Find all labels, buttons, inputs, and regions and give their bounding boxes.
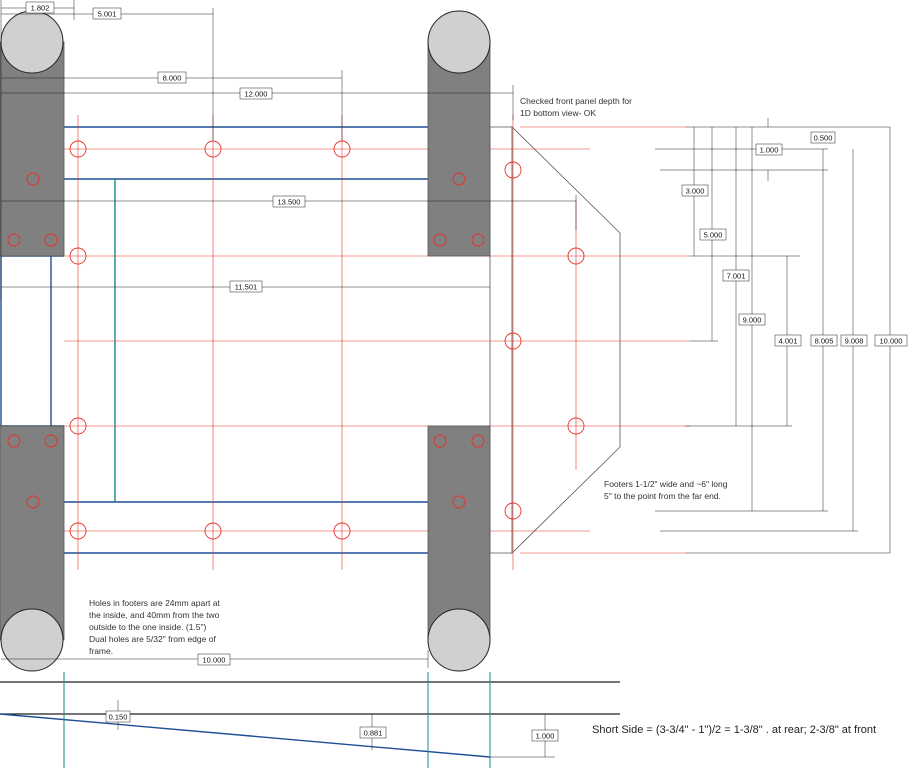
svg-text:9.000: 9.000	[743, 316, 762, 325]
dim-5001: 5.001	[92, 7, 122, 20]
dim-12000: 12.000	[239, 87, 273, 100]
red-lines	[64, 115, 690, 570]
right-frame-outline	[489, 126, 512, 554]
svg-text:8.005: 8.005	[815, 337, 834, 346]
dim-11501: 11.501	[229, 280, 263, 293]
svg-text:1.802: 1.802	[31, 4, 50, 13]
svg-text:13.500: 13.500	[278, 198, 301, 207]
front-panel-outline	[511, 126, 621, 554]
hole-markers	[69, 140, 585, 540]
svg-text:8.000: 8.000	[163, 74, 182, 83]
frame-rails	[0, 126, 428, 554]
svg-text:0.500: 0.500	[814, 134, 833, 143]
dim-0150: 0.150	[105, 710, 131, 723]
dim-5000: 5.000	[699, 228, 727, 241]
svg-text:10.000: 10.000	[880, 337, 903, 346]
svg-text:5.001: 5.001	[98, 10, 117, 19]
wheels	[0, 10, 491, 672]
svg-text:9.008: 9.008	[845, 337, 864, 346]
side-profile	[0, 672, 620, 768]
dim-9008: 9.008	[840, 334, 868, 347]
svg-text:12.000: 12.000	[245, 90, 268, 99]
svg-text:5.000: 5.000	[704, 231, 723, 240]
holes-note: Holes in footers are 24mm apart at the i…	[89, 598, 220, 656]
footers	[0, 41, 491, 641]
front-panel-note: Checked front panel depth for 1D bottom …	[520, 96, 632, 118]
svg-text:11.501: 11.501	[235, 283, 257, 292]
svg-text:1.000: 1.000	[536, 732, 555, 741]
dim-0500: 0.500	[810, 131, 836, 144]
svg-text:0.150: 0.150	[109, 713, 128, 722]
dim-3000: 3.000	[681, 184, 709, 197]
short-side-note: Short Side = (3-3/4" - 1")/2 = 1-3/8" . …	[592, 724, 877, 736]
dim-labels: 1.802 5.001 8.000 12.000 13.500 11.501 0…	[25, 1, 908, 742]
dim-8000: 8.000	[157, 71, 187, 84]
dim-10000-bottom: 10.000	[197, 653, 231, 666]
dim-1000-bottom: 1.000	[531, 729, 559, 742]
dim-9000: 9.000	[738, 313, 766, 326]
svg-text:4.001: 4.001	[779, 337, 798, 346]
dim-1802: 1.802	[25, 1, 55, 14]
dim-13500: 13.500	[272, 195, 306, 208]
dim-4001: 4.001	[774, 334, 802, 347]
dim-7001: 7.001	[722, 269, 750, 282]
dim-10000-right: 10.000	[874, 334, 908, 347]
footer-holes	[7, 172, 485, 509]
svg-text:1.000: 1.000	[760, 146, 779, 155]
dim-1000-top: 1.000	[755, 143, 783, 156]
svg-text:7.001: 7.001	[727, 272, 746, 281]
svg-text:10.000: 10.000	[203, 656, 226, 665]
svg-text:0.881: 0.881	[364, 729, 383, 738]
footers-note: Footers 1-1/2" wide and ~6" long 5" to t…	[604, 479, 728, 501]
dim-8005: 8.005	[810, 334, 838, 347]
dim-0881: 0.881	[359, 726, 387, 739]
svg-text:3.000: 3.000	[686, 187, 705, 196]
